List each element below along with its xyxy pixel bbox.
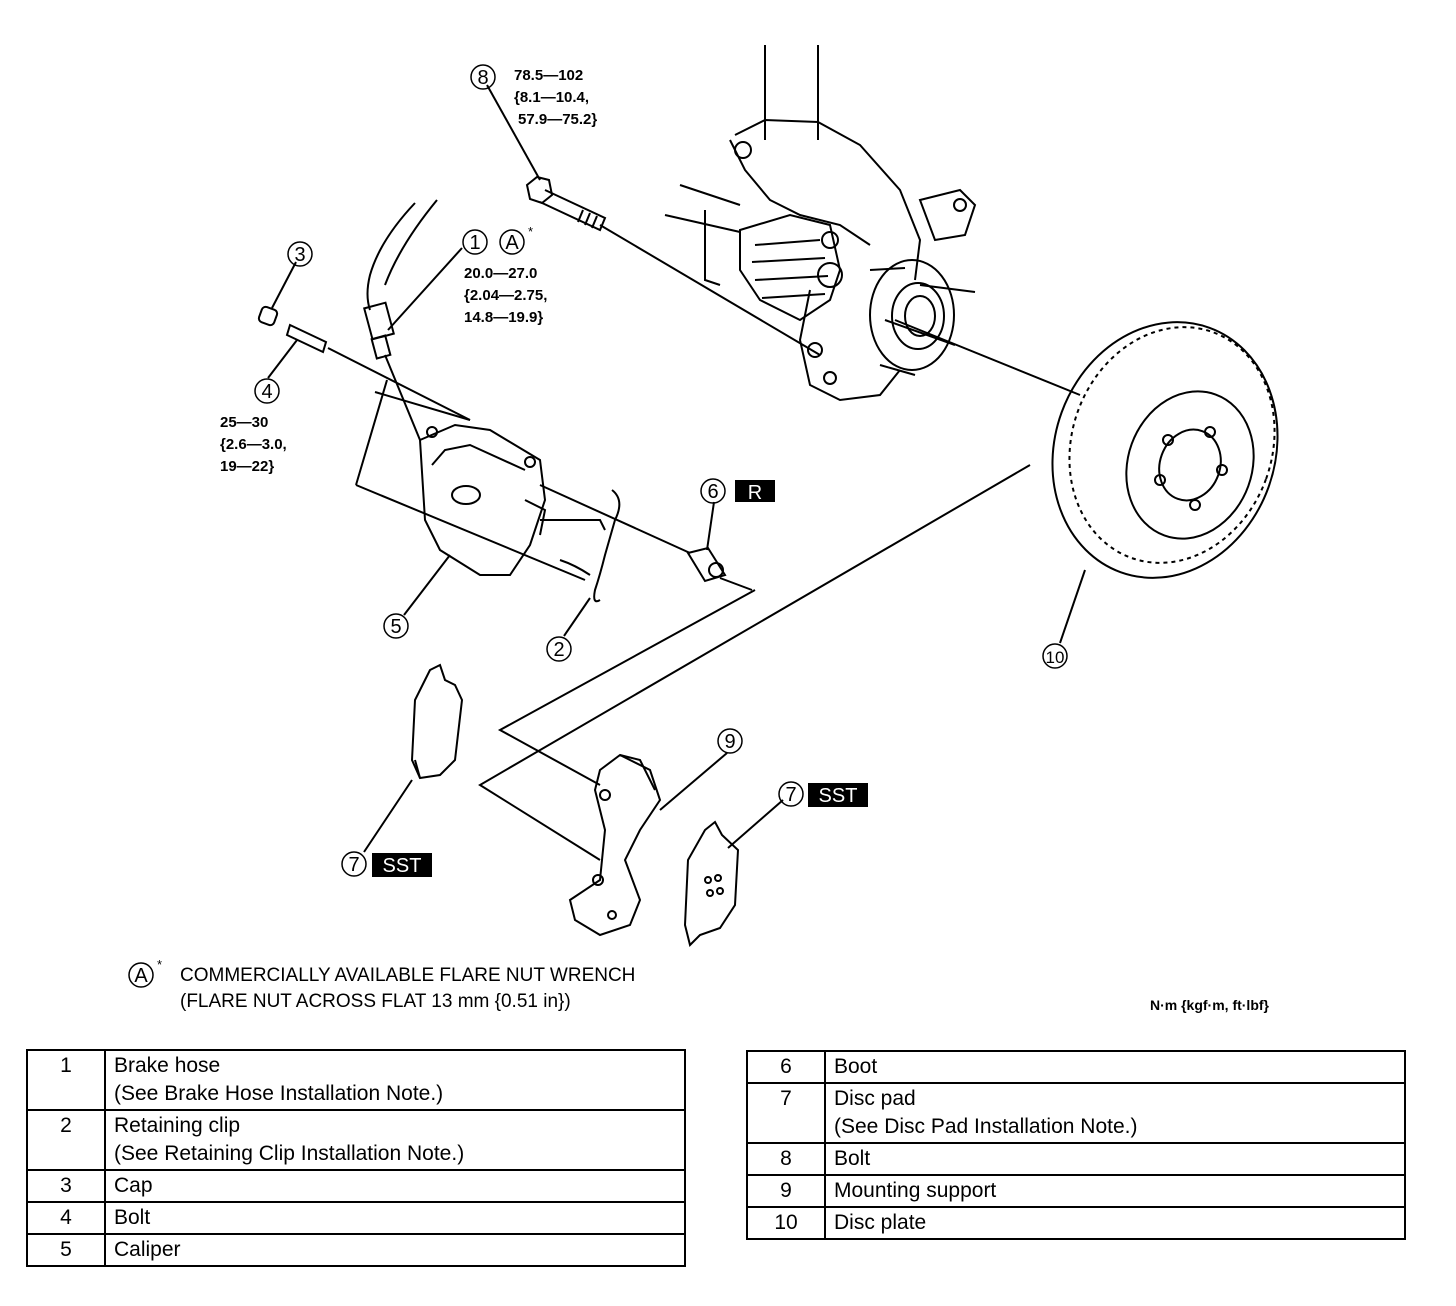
torque-units: N·m {kgf·m, ft·lbf} [1150,997,1269,1013]
part-name: Disc pad [834,1087,916,1110]
torque-bolt4-line1: 25—30 [220,414,268,431]
table-row: 9 Mounting support [746,1174,1406,1208]
torque-bolt8-line1: 78.5—102 [514,67,583,84]
callout-1: 1 [469,232,480,254]
part-number: 8 [746,1142,826,1176]
part-number: 9 [746,1174,826,1208]
parts-table-left: 1 Brake hose (See Brake Hose Installatio… [26,1049,686,1267]
tag-sst-right-box [808,783,868,807]
torque-bolt8-line2: {8.1—10.4, [514,89,589,106]
tag-sst-left: SST [383,855,422,877]
part-name: Boot [824,1050,1406,1084]
table-row: 4 Bolt [26,1201,686,1235]
part-number: 4 [26,1201,106,1235]
table-row: 10 Disc plate [746,1206,1406,1240]
bolt-4-drawing [285,323,471,421]
callout-9: 9 [724,731,735,753]
callout-2: 2 [553,639,564,661]
part-name-cell: Disc pad (See Disc Pad Installation Note… [824,1082,1406,1144]
torque-bolt4-line2: {2.6—3.0, [220,436,287,453]
note-line-1: COMMERCIALLY AVAILABLE FLARE NUT WRENCH [180,965,636,986]
part-name: Mounting support [824,1174,1406,1208]
callout-10: 10 [1046,648,1065,667]
part-number: 6 [746,1050,826,1084]
part-name: Retaining clip [114,1114,241,1137]
table-row: 1 Brake hose (See Brake Hose Installatio… [26,1049,686,1111]
disc-pad-right-drawing [683,820,740,947]
cap-3-drawing [257,305,279,327]
part-name: Brake hose [114,1054,221,1077]
part-number: 3 [26,1169,106,1203]
table-row: 8 Bolt [746,1142,1406,1176]
part-number: 1 [26,1049,106,1111]
part-name-cell: Retaining clip (See Retaining Clip Insta… [104,1109,686,1171]
part-name: Bolt [104,1201,686,1235]
note-symbol: A [134,965,148,987]
part-name: Disc plate [824,1206,1406,1240]
disc-pad-left-drawing [410,663,464,780]
brake-hose-drawing [363,199,438,441]
tag-r-box [735,480,775,502]
callout-6: 6 [707,481,718,503]
part-name: Caliper [104,1233,686,1267]
bolt-8-drawing [525,175,607,232]
steering-knuckle-drawing [729,45,977,402]
tag-sst-left-box [372,853,432,877]
table-row: 7 Disc pad (See Disc Pad Installation No… [746,1082,1406,1144]
callout-8: 8 [477,67,488,89]
retaining-clip-drawing [540,489,621,603]
torque-hose-line1: 20.0—27.0 [464,265,537,282]
part-name-cell: Brake hose (See Brake Hose Installation … [104,1049,686,1111]
part-number: 2 [26,1109,106,1171]
boot-6-drawing [539,484,753,591]
part-note: (See Disc Pad Installation Note.) [834,1115,1138,1138]
torque-hose-line2: {2.04—2.75, [464,287,547,304]
part-note: (See Retaining Clip Installation Note.) [114,1142,465,1165]
table-row: 2 Retaining clip (See Retaining Clip Ins… [26,1109,686,1171]
tag-sst-right: SST [819,785,858,807]
callout-5: 5 [390,616,401,638]
mounting-support-drawing [568,753,662,937]
torque-hose-line3: 14.8—19.9} [464,309,543,326]
table-row: 5 Caliper [26,1233,686,1267]
part-number: 7 [746,1082,826,1144]
table-row: 6 Boot [746,1050,1406,1084]
part-name: Bolt [824,1142,1406,1176]
part-number: 10 [746,1206,826,1240]
part-note: (See Brake Hose Installation Note.) [114,1082,444,1105]
parts-table-right: 6 Boot 7 Disc pad (See Disc Pad Installa… [746,1050,1406,1240]
torque-bolt8-line3: 57.9—75.2} [518,111,597,128]
callout-a: A [505,232,519,254]
caliper-drawing [355,379,586,581]
callout-a-star: * [528,224,533,239]
torque-bolt4-line3: 19—22} [220,458,274,475]
callout-4: 4 [261,381,272,403]
part-name: Cap [104,1169,686,1203]
callout-3: 3 [294,244,305,266]
tag-r: R [748,482,762,504]
callout-7-left: 7 [348,854,359,876]
part-number: 5 [26,1233,106,1267]
note-symbol-star: * [157,957,162,972]
note-line-2: (FLARE NUT ACROSS FLAT 13 mm {0.51 in}) [180,991,571,1012]
callout-7-right: 7 [785,784,796,806]
disc-plate-drawing [1051,321,1279,579]
table-row: 3 Cap [26,1169,686,1203]
